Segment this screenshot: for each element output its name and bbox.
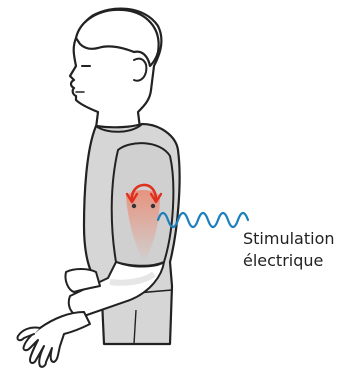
stimulation-label-line1: Stimulation <box>243 228 335 250</box>
hand <box>17 312 90 367</box>
upper-arm <box>112 143 174 266</box>
stimulation-label-line2: électrique <box>243 250 335 272</box>
stimulation-label: Stimulation électrique <box>243 228 335 272</box>
ear <box>134 59 146 81</box>
head <box>70 9 161 128</box>
electrode-left <box>132 204 136 208</box>
electrode-right <box>151 204 155 208</box>
